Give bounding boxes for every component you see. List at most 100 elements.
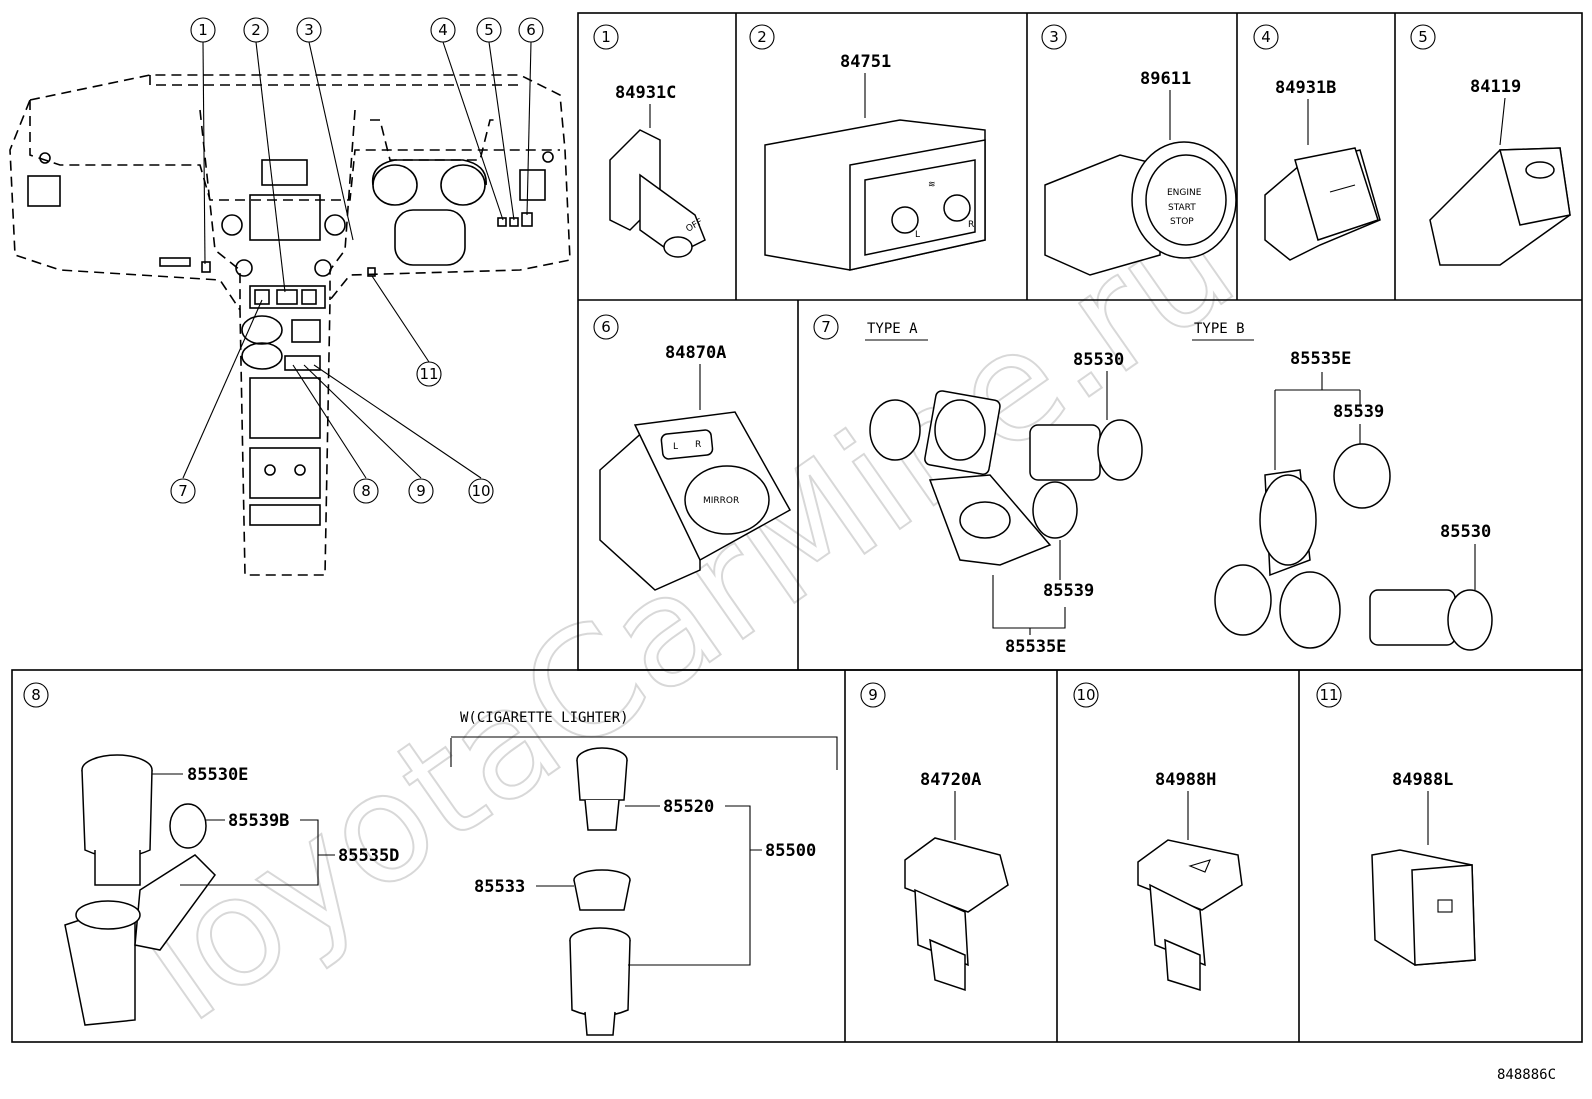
svg-text:3: 3 [304, 21, 314, 39]
engine-label: ENGINE [1167, 188, 1202, 198]
svg-text:2: 2 [251, 21, 261, 39]
overview-callout-6: 6 [518, 17, 544, 43]
svg-text:1: 1 [198, 21, 208, 39]
panel-6: 6 84870A L R MIRROR [593, 314, 792, 591]
type-a-socket-illustration [869, 390, 1143, 566]
overview-callout-9: 9 [408, 478, 434, 504]
cigarette-lighter-illustration [569, 747, 631, 1036]
svg-text:1: 1 [601, 28, 611, 46]
dashboard-overview [9, 74, 571, 576]
svg-text:10: 10 [471, 482, 490, 500]
svg-text:8: 8 [31, 686, 41, 704]
panel-1-callout: 1 [593, 24, 619, 50]
overview-callout-11: 11 [416, 361, 442, 387]
start-label: START [1168, 203, 1196, 213]
part-number-84988L: 84988L [1392, 770, 1453, 790]
panel-2: 2 84751 ≋ L R [749, 24, 986, 271]
cigarette-lighter-note: W(CIGARETTE LIGHTER) [460, 710, 629, 726]
panel-7-callout: 7 [813, 314, 839, 340]
svg-text:8: 8 [361, 482, 371, 500]
svg-text:9: 9 [868, 686, 878, 704]
svg-text:5: 5 [1418, 28, 1428, 46]
switch-84931C-illustration: OFF [609, 129, 706, 258]
switch-84988L-illustration [1371, 849, 1476, 966]
watermark: ToyotaCarMine.ru [90, 175, 1264, 1070]
part-number-85530E: 85530E [187, 765, 248, 785]
svg-text:6: 6 [601, 318, 611, 336]
part-number-84931C: 84931C [615, 83, 676, 103]
part-number-84119: 84119 [1470, 77, 1521, 97]
overview-callout-4: 4 [430, 17, 456, 43]
overview-callout-3: 3 [296, 17, 322, 43]
type-b-part-85530: 85530 [1440, 522, 1491, 542]
part-number-85520: 85520 [663, 797, 714, 817]
svg-text:11: 11 [419, 365, 438, 383]
part-number-84751: 84751 [840, 52, 891, 72]
panel-8: 8 W(CIGARETTE LIGHTER) 85530E 85539B 855… [23, 682, 838, 1036]
panel-frames [11, 12, 1583, 1043]
mirror-l-label: L [673, 442, 678, 452]
part-number-85500: 85500 [765, 841, 816, 861]
svg-text:4: 4 [438, 21, 448, 39]
part-number-85539B: 85539B [228, 811, 289, 831]
part-number-84988H: 84988H [1155, 770, 1216, 790]
type-a-part-85539: 85539 [1043, 581, 1094, 601]
part-number-84720A: 84720A [920, 770, 981, 790]
overview-callout-5: 5 [476, 17, 502, 43]
panel-7: 7 TYPE A TYPE B 85530 85539 85535E 85535… [813, 314, 1493, 657]
panel-10: 10 84988H [1073, 682, 1243, 992]
overview-callout-7: 7 [170, 478, 196, 504]
type-b-socket-illustration [1214, 443, 1493, 651]
mirror-switch-illustration: L R MIRROR [599, 411, 792, 591]
overview-leaders [182, 41, 532, 479]
part-number-84870A: 84870A [665, 343, 726, 363]
power-outlet-assembly-illustration [64, 754, 216, 1026]
svg-text:3: 3 [1049, 28, 1059, 46]
type-b-part-85539: 85539 [1333, 402, 1384, 422]
switch-84931B-illustration [1264, 147, 1381, 261]
overview-callouts: 1 2 3 4 5 6 7 8 9 10 11 [170, 17, 544, 504]
part-number-89611: 89611 [1140, 69, 1191, 89]
type-a-part-85535E: 85535E [1005, 637, 1066, 657]
overview-callout-8: 8 [353, 478, 379, 504]
seat-heater-switch-illustration: ≋ L R [764, 119, 986, 271]
panel-3: 3 89611 ENGINE START STOP [1041, 24, 1237, 276]
svg-text:2: 2 [757, 28, 767, 46]
panel-9: 9 84720A [860, 682, 1009, 992]
dimmer-switch-illustration [1429, 147, 1571, 266]
type-a-part-85530: 85530 [1073, 350, 1124, 370]
overview-callout-2: 2 [243, 17, 269, 43]
diagram-code: 848886C [1497, 1067, 1556, 1083]
panel-3-callout: 3 [1041, 24, 1067, 50]
overview-callout-1: 1 [190, 17, 216, 43]
part-number-85535D: 85535D [338, 846, 399, 866]
panel-2-callout: 2 [749, 24, 775, 50]
svg-text:11: 11 [1319, 686, 1338, 704]
mirror-label: MIRROR [703, 496, 739, 506]
panel-8-callout: 8 [23, 682, 49, 708]
svg-text:7: 7 [821, 318, 831, 336]
svg-text:10: 10 [1076, 686, 1095, 704]
svg-text:7: 7 [178, 482, 188, 500]
mirror-r-label: R [695, 440, 701, 450]
type-b-part-85535E: 85535E [1290, 349, 1351, 369]
panel-5-callout: 5 [1410, 24, 1436, 50]
svg-text:4: 4 [1261, 28, 1271, 46]
panel-10-callout: 10 [1073, 682, 1099, 708]
panel-5: 5 84119 [1410, 24, 1571, 266]
overview-callout-10: 10 [468, 478, 494, 504]
svg-text:9: 9 [416, 482, 426, 500]
panel-6-callout: 6 [593, 314, 619, 340]
svg-text:5: 5 [484, 21, 494, 39]
type-b-label: TYPE B [1194, 321, 1245, 337]
type-a-label: TYPE A [867, 321, 918, 337]
knob-label-l: L [915, 230, 920, 240]
panel-1: 1 84931C OFF [593, 24, 706, 258]
panel-11-callout: 11 [1316, 682, 1342, 708]
knob-label-r: R [968, 220, 974, 230]
part-number-84931B: 84931B [1275, 78, 1336, 98]
svg-text:6: 6 [526, 21, 536, 39]
switch-84988H-illustration [1137, 839, 1243, 992]
part-number-85533: 85533 [474, 877, 525, 897]
